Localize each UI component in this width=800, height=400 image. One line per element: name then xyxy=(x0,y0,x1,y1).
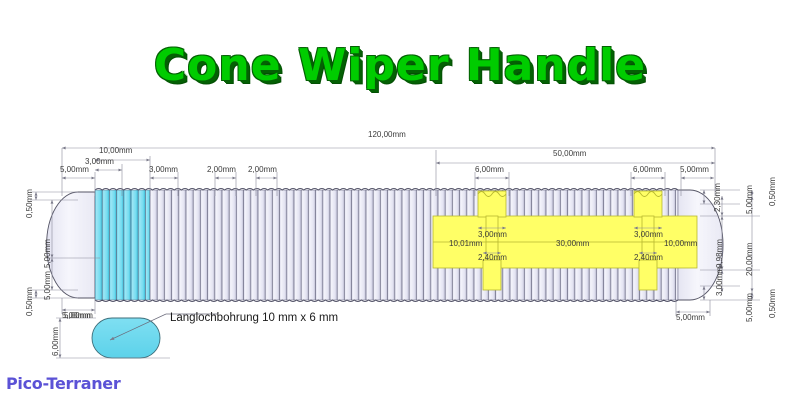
slot-detail xyxy=(56,313,218,359)
dim-right-vert-4: 20,00mm xyxy=(745,242,754,276)
dim-right-vert-3: 9,98mm xyxy=(715,239,724,268)
screw-left-lower xyxy=(482,241,502,291)
dim-top-right-3: 5,00mm xyxy=(680,165,709,174)
dimension-lines xyxy=(30,146,760,316)
dim-right-vert-7: 0,50mm xyxy=(768,289,777,318)
watermark: Pico-Terraner xyxy=(6,374,121,393)
dim-top-left-1: 3,00mm xyxy=(85,157,114,166)
dim-top-left-5: 2,00mm xyxy=(248,165,277,174)
dim-slot-0: 6,00mm xyxy=(51,327,60,356)
dim-bottom-left-0: 5,00mm xyxy=(62,311,91,320)
slot-shape xyxy=(91,317,161,359)
dim-top-right-1: 6,00mm xyxy=(475,165,504,174)
dim-center-3: 30,00mm xyxy=(556,239,590,248)
screw-right-lower xyxy=(638,241,658,291)
screw-right-upper xyxy=(633,190,663,243)
dim-top-left-4: 2,00mm xyxy=(207,165,236,174)
dim-left-vert-1: 5,00mm xyxy=(43,239,52,268)
dim-top-right-0: 50,00mm xyxy=(553,149,587,158)
dim-left-vert-3: 5,00mm xyxy=(43,271,52,300)
dim-left-vert-2: 0,50mm xyxy=(25,287,34,316)
dim-right-vert-5: 3,00mm xyxy=(715,267,724,296)
dim-center-4: 10,00mm xyxy=(664,239,698,248)
dim-bottom-left-1: 5,00mm xyxy=(676,313,705,322)
cyan-rib-section xyxy=(94,189,151,301)
dim-center-6: 2,40mm xyxy=(634,253,663,262)
dim-overall-length: 120,00mm xyxy=(368,130,406,139)
dim-center-1: 3,00mm xyxy=(634,230,663,239)
dim-right-vert-0: 2,30mm xyxy=(713,183,722,212)
center-bar-assembly xyxy=(432,190,698,291)
leader-line xyxy=(109,313,167,341)
dim-center-2: 10,01mm xyxy=(449,239,483,248)
dim-top-right-2: 6,00mm xyxy=(633,165,662,174)
dim-right-vert-6: 5,00mm xyxy=(745,293,754,322)
dim-left-vert-0: 0,50mm xyxy=(25,189,34,218)
dim-top-left-2: 10,00mm xyxy=(99,146,133,155)
slot-note: Langlochbohrung 10 mm x 6 mm xyxy=(170,312,339,324)
left-end-cap xyxy=(46,191,96,299)
dim-top-left-3: 3,00mm xyxy=(149,165,178,174)
screw-left-upper xyxy=(477,190,507,243)
page-title: Cone Wiper Handle xyxy=(153,40,647,91)
dim-center-5: 2,40mm xyxy=(478,253,507,262)
dim-right-vert-2: 0,50mm xyxy=(768,177,777,206)
dim-slot-1: 5,00mm xyxy=(64,311,93,320)
dim-top-left-0: 5,00mm xyxy=(60,165,89,174)
dim-right-vert-1: 5,00mm xyxy=(745,185,754,214)
dim-center-0: 3,00mm xyxy=(478,230,507,239)
